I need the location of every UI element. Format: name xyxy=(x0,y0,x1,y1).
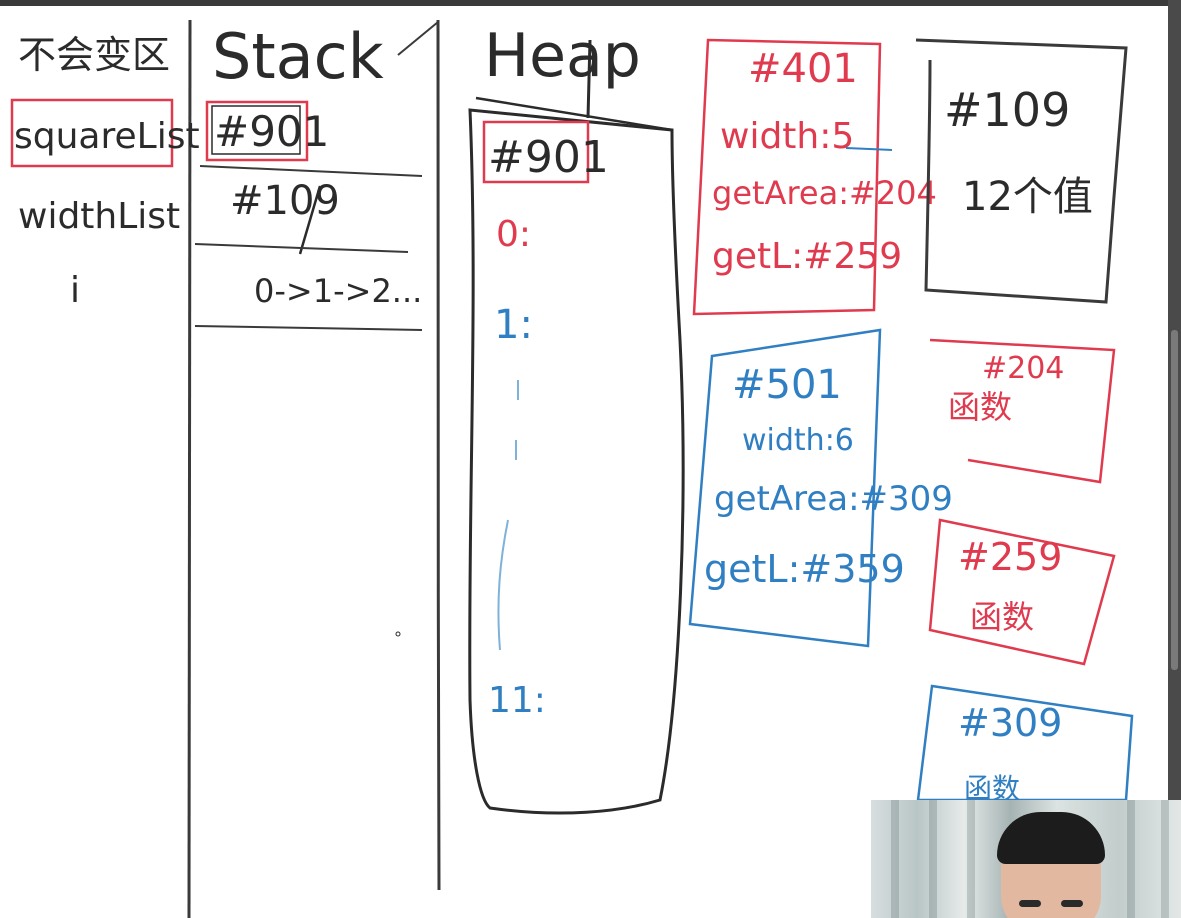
stack-cell-1: #109 xyxy=(230,178,340,224)
variable-widthlist: widthList xyxy=(18,196,180,237)
function-309-address: #309 xyxy=(958,701,1062,745)
object-401-line-1: getArea:#204 xyxy=(712,174,937,212)
function-259-note: 函数 xyxy=(970,598,1034,636)
variable-box-squarelist xyxy=(10,98,174,168)
widths-array-note: 12个值 xyxy=(962,174,1093,220)
widths-array-address: #109 xyxy=(944,83,1070,137)
curtain-fold xyxy=(967,800,975,918)
function-309-note: 函数 xyxy=(964,772,1020,805)
variable-i: i xyxy=(70,270,80,311)
divider-right xyxy=(436,19,441,891)
stack-cell-0: #901 xyxy=(214,107,329,156)
object-501-line-2: getL:#359 xyxy=(704,547,905,591)
webcam-overlay[interactable] xyxy=(871,800,1181,918)
heap-heading-stroke xyxy=(586,39,592,119)
object-401-line-2: getL:#259 xyxy=(712,236,902,277)
function-204-box xyxy=(929,338,1116,484)
curtain-fold xyxy=(891,800,899,918)
divider-left xyxy=(187,19,192,918)
heap-array-index-1: 1: xyxy=(494,302,533,348)
stack-cell-1-stroke xyxy=(298,185,322,255)
stack-row-line-2 xyxy=(194,243,409,253)
stray-dot xyxy=(395,631,401,637)
heap-array-address-box xyxy=(482,120,590,184)
stack-row-line-3 xyxy=(194,325,423,331)
eye-left xyxy=(1019,900,1041,907)
eye-right xyxy=(1061,900,1083,907)
heap-array-index-11: 11: xyxy=(488,680,546,721)
function-259-address: #259 xyxy=(958,535,1062,579)
heap-heading: Heap xyxy=(484,21,641,91)
left-heading: 不会变区 xyxy=(18,33,170,77)
function-259-box xyxy=(928,518,1116,666)
object-501-box xyxy=(688,328,882,648)
window-top-bar xyxy=(0,0,1181,6)
object-401-underline xyxy=(845,147,893,151)
object-401-line-0: width:5 xyxy=(720,116,854,157)
stack-cell-2: 0->1->2... xyxy=(254,272,422,310)
function-204-note: 函数 xyxy=(948,388,1012,426)
object-501-line-0: width:6 xyxy=(742,423,854,458)
stack-row-line-1 xyxy=(199,165,423,177)
widths-array-box xyxy=(915,38,1128,304)
object-501-address: #501 xyxy=(732,362,842,408)
heap-array-index-0: 0: xyxy=(496,214,531,255)
heap-array-ellipsis xyxy=(497,380,519,651)
divider-tick xyxy=(397,21,439,56)
object-401-address: #401 xyxy=(748,46,858,92)
stack-cell-inner-0 xyxy=(211,105,301,155)
heap-array-top-edge xyxy=(475,96,673,132)
curtain-fold xyxy=(1127,800,1135,918)
curtain-fold xyxy=(929,800,937,918)
variable-squarelist: squareList xyxy=(14,116,200,157)
scrollbar-thumb[interactable] xyxy=(1171,330,1178,670)
object-501-line-1: getArea:#309 xyxy=(714,479,953,519)
stack-heading: Stack xyxy=(212,20,384,93)
function-204-address: #204 xyxy=(982,351,1064,386)
object-401-box xyxy=(692,38,882,316)
heap-array-block xyxy=(468,108,685,815)
stack-cell-box-0 xyxy=(205,100,309,162)
curtain-fold xyxy=(1161,800,1169,918)
hair-shape xyxy=(997,812,1105,864)
heap-array-address: #901 xyxy=(488,132,609,183)
